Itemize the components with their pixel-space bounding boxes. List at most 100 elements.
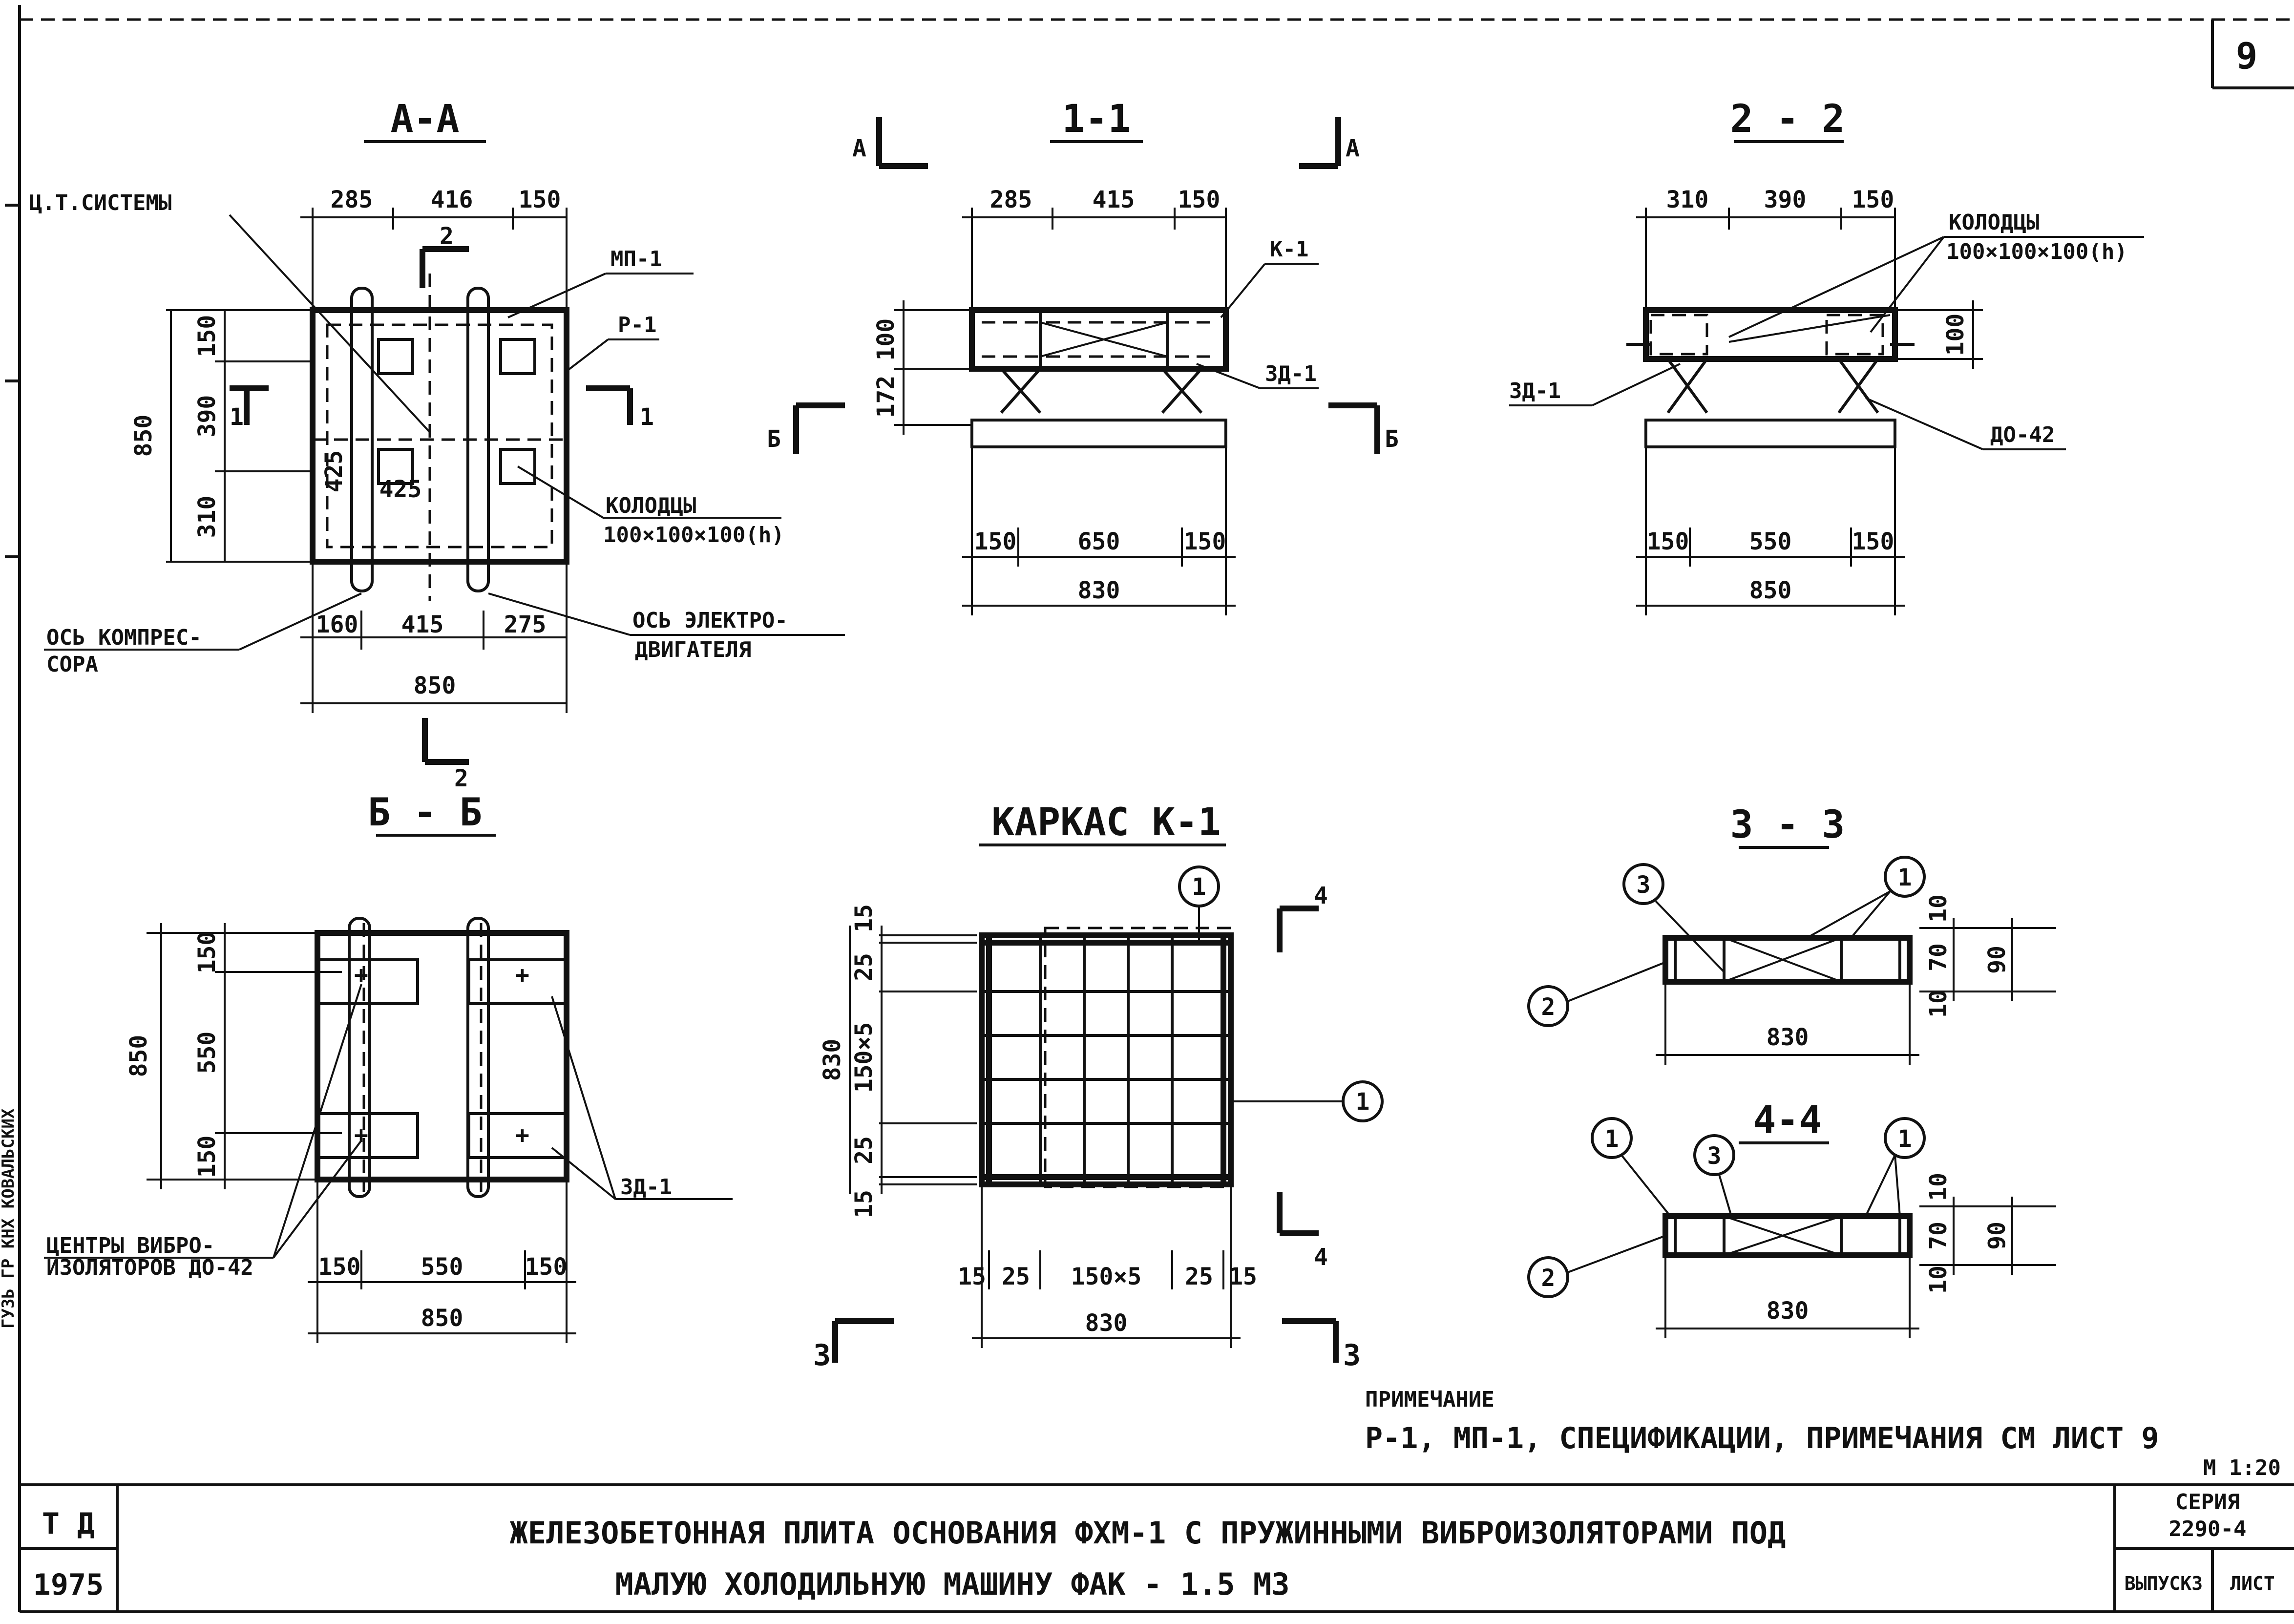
s22-wells-label: КОЛОДЦЫ — [1949, 210, 2039, 235]
s22-dim-top-1: 310 — [1666, 186, 1709, 213]
frame-dim-bottom-3: 150×5 — [1071, 1263, 1142, 1290]
s11-title: 1-1 — [1062, 97, 1131, 141]
view-3-3: 3 - 3 3 1 2 10 70 10 90 830 — [1527, 803, 2056, 1065]
frame-dim-bottom-4: 25 — [1185, 1263, 1213, 1290]
sheet-frame — [5, 5, 2294, 1613]
tb-title-line1: ЖЕЛЕЗОБЕТОННАЯ ПЛИТА ОСНОВАНИЯ ФХМ-1 С П… — [510, 1515, 1786, 1551]
view-frame: КАРКАС К-1 1 1 4 — [813, 801, 1384, 1372]
aa-dim-inner-1: 425 — [320, 450, 348, 493]
s11-dim-bottom-1: 150 — [974, 528, 1017, 555]
s11-cut-a-left: А — [852, 135, 866, 162]
view-aa-title: А-А — [391, 97, 460, 141]
frame-title: КАРКАС К-1 — [991, 801, 1221, 844]
aa-dim-total-left: 850 — [130, 415, 157, 457]
tb-series-value: 2290-4 — [2169, 1517, 2247, 1541]
s44-callout-1a: 1 — [1605, 1125, 1619, 1153]
tb-series-label: СЕРИЯ — [2175, 1490, 2240, 1515]
frame-dim-bottom-2: 25 — [1002, 1263, 1030, 1290]
aa-well-3 — [377, 448, 414, 485]
bb-slab — [315, 930, 569, 1182]
bb-title: Б - Б — [368, 791, 483, 835]
aa-mp-label: МП-1 — [610, 247, 662, 272]
s44-dim-right-2: 70 — [1925, 1222, 1952, 1250]
view-4-4: 4-4 1 3 1 2 10 70 10 90 830 — [1527, 1098, 2056, 1338]
frame-cut3-left: 3 — [813, 1338, 831, 1372]
s44-callout-2: 2 — [1541, 1265, 1556, 1292]
frame-dim-left-2: 25 — [850, 953, 878, 981]
s11-cut-b-left: Б — [767, 425, 781, 453]
s22-do-label: ДО-42 — [1990, 422, 2055, 447]
bb-zd-label: ЗД-1 — [620, 1175, 672, 1200]
tb-issue-label: ВЫПУСК3 — [2125, 1573, 2203, 1594]
s11-base — [970, 419, 1227, 448]
frame-cut4-top: 4 — [1314, 882, 1328, 909]
note-text: Р-1, МП-1, СПЕЦИФИКАЦИИ, ПРИМЕЧАНИЯ СМ Л… — [1365, 1421, 2159, 1455]
s22-dim-top-3: 150 — [1852, 186, 1894, 213]
s44-title: 4-4 — [1753, 1098, 1822, 1142]
bb-centers-label: ЦЕНТРЫ ВИБРО- — [46, 1233, 214, 1258]
bb-center-2: + — [515, 961, 529, 989]
s22-dim-total: 850 — [1749, 577, 1792, 604]
aa-dim-bottom-2: 415 — [401, 611, 444, 638]
bb-center-1: + — [354, 961, 368, 989]
aa-dim-top-2: 416 — [431, 186, 473, 213]
aa-cut2-top: 2 — [440, 223, 454, 250]
s22-dim-bottom-1: 150 — [1647, 528, 1689, 555]
s22-wells-size: 100×100×100(h) — [1946, 239, 2127, 264]
side-stamp: ГУЗЬ ГР КНХ КОВАЛЬСКИХ — [0, 1108, 18, 1329]
aa-dim-left-2: 390 — [193, 395, 221, 438]
aa-cut1-right: 1 — [640, 403, 654, 431]
s22-slab — [1643, 307, 1898, 362]
scale-label: М 1:20 — [2203, 1455, 2281, 1480]
bb-dim-left-2: 550 — [193, 1032, 221, 1074]
s11-slab — [969, 307, 1229, 372]
frame-dim-total-bottom: 830 — [1085, 1309, 1128, 1337]
tb-sheet-label: ЛИСТ — [2230, 1573, 2275, 1594]
s11-dim-total: 830 — [1078, 577, 1120, 604]
bb-dim-bottom-2: 550 — [421, 1253, 463, 1281]
frame-dim-bottom-1: 15 — [958, 1263, 986, 1290]
view-1-1: 1-1 А А Б Б 285 415 — [767, 97, 1399, 615]
s22-isolator-right — [1837, 358, 1879, 414]
s22-dim-right: 100 — [1942, 314, 1969, 356]
s11-dim-bottom-3: 150 — [1184, 528, 1226, 555]
s22-base — [1644, 419, 1896, 448]
frame-dim-left-4: 25 — [850, 1136, 878, 1164]
s44-dim-right-total: 90 — [1983, 1222, 2011, 1250]
s22-zd-label: ЗД-1 — [1509, 379, 1561, 403]
s33-dim-right-total: 90 — [1983, 946, 2011, 974]
s22-title: 2 - 2 — [1730, 97, 1845, 141]
aa-motor-axis: ОСЬ ЭЛЕКТРО- — [632, 608, 788, 633]
bb-dim-left-3: 150 — [193, 1136, 221, 1178]
s33-frame — [1663, 935, 1913, 985]
s44-callout-3: 3 — [1707, 1142, 1722, 1170]
s11-isolator-left — [1000, 368, 1042, 414]
s33-callout-2: 2 — [1541, 993, 1556, 1021]
aa-well-4 — [499, 448, 536, 485]
s33-dim-right-2: 70 — [1925, 943, 1952, 971]
aa-cog-label: Ц.Т.СИСТЕМЫ — [29, 190, 171, 215]
frame-cut4-bottom: 4 — [1314, 1244, 1328, 1271]
frame-grid — [979, 927, 1234, 1188]
s11-dim-left-1: 100 — [872, 318, 900, 361]
note-block: ПРИМЕЧАНИЕ Р-1, МП-1, СПЕЦИФИКАЦИИ, ПРИМ… — [1365, 1387, 2281, 1480]
aa-well-1 — [377, 338, 414, 375]
frame-dim-left-5: 15 — [850, 1190, 878, 1218]
view-2-2: 2 - 2 310 390 150 100 150 550 — [1509, 97, 2144, 615]
s33-dim-right-1: 10 — [1925, 894, 1952, 923]
s11-dim-top-3: 150 — [1178, 186, 1221, 213]
aa-well-2 — [499, 338, 536, 375]
s22-dim-top-2: 390 — [1764, 186, 1807, 213]
aa-cut2-bottom: 2 — [454, 765, 468, 792]
s22-isolator-left — [1666, 358, 1708, 414]
aa-dim-top-1: 285 — [331, 186, 373, 213]
s33-callout-1: 1 — [1898, 864, 1912, 891]
s44-frame — [1663, 1213, 1913, 1258]
s11-dim-left-2: 172 — [872, 376, 900, 418]
frame-callout-right-text: 1 — [1356, 1088, 1370, 1116]
s11-isolator-right — [1161, 368, 1203, 414]
s11-k-label: К-1 — [1270, 237, 1308, 262]
bb-center-4: + — [515, 1121, 529, 1149]
aa-dim-left-1: 150 — [193, 315, 221, 358]
